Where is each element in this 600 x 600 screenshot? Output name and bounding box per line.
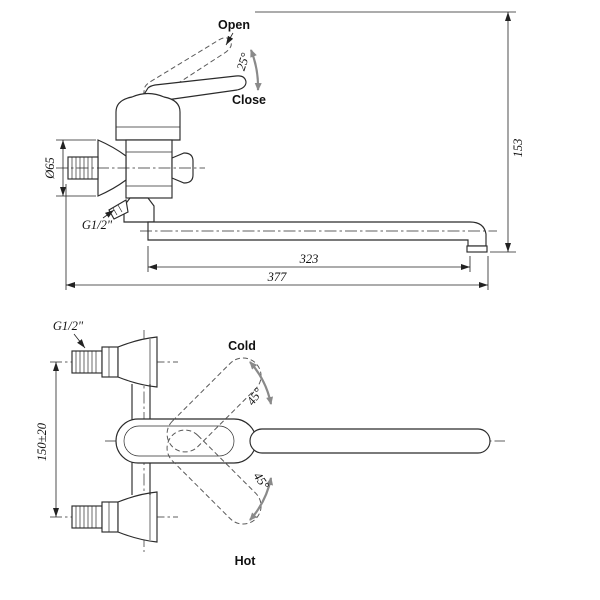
hot-swing-arrow	[249, 477, 274, 521]
thread-label-plan: G1/2"	[53, 319, 84, 333]
swing-angle-cold-label: 45°	[244, 386, 266, 408]
hot-label: Hot	[235, 554, 257, 568]
overall-length-label: 377	[267, 270, 288, 284]
aerator	[466, 245, 488, 253]
valve-body	[125, 139, 173, 199]
spout-swing-down-phantom	[166, 429, 262, 525]
cold-swing-arrow	[249, 361, 274, 405]
plan-view: Cold Hot 45° 45° G1/2" 150±20	[35, 319, 505, 568]
spout-length-label: 323	[299, 252, 319, 266]
mount-centers-label: 150±20	[35, 422, 49, 461]
thread-leader	[102, 209, 115, 219]
bottom-mount	[71, 462, 158, 543]
flange-diameter-dimension: Ø65	[43, 139, 96, 197]
close-label: Close	[232, 93, 266, 107]
open-leader-arrow	[225, 32, 234, 46]
stub-hatch	[117, 204, 123, 213]
cold-label: Cold	[228, 339, 256, 353]
spout-swing-up-phantom	[166, 357, 262, 453]
spout	[147, 221, 487, 247]
side-view: Open Close 25° G1/2" Ø65 153 323	[43, 11, 525, 290]
mixer-body-inner	[123, 425, 235, 457]
overall-length-dimension: 377	[65, 184, 489, 290]
top-mount	[71, 336, 158, 420]
mount-centers-dimension: 150±20	[35, 362, 59, 517]
open-label: Open	[218, 18, 250, 32]
handle-rotation-arrow	[249, 49, 262, 91]
stub-hatch	[112, 207, 118, 216]
height-dimension-label: 153	[511, 139, 525, 158]
spout-plan	[249, 428, 491, 454]
thread-label-side: G1/2"	[82, 218, 113, 232]
spout-length-dimension: 323	[147, 246, 471, 272]
thread-leader-plan	[73, 333, 86, 349]
flange-diameter-label: Ø65	[43, 157, 57, 180]
spout-union	[123, 197, 155, 223]
height-dimension: 153	[255, 11, 525, 253]
handle-angle-label: 25°	[234, 51, 253, 72]
cartridge-housing	[115, 92, 181, 141]
mixer-body-plan	[115, 418, 257, 464]
